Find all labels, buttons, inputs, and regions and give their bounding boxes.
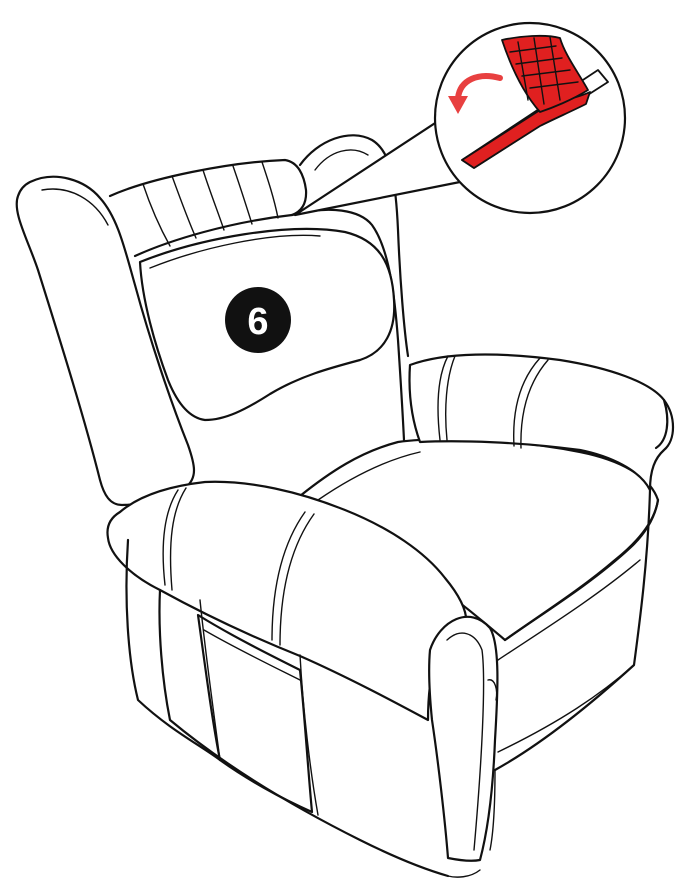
step-badge: 6: [225, 287, 291, 353]
side-pocket: [196, 613, 314, 814]
recliner-chair: [15, 134, 675, 878]
velcro-strip-flap: [501, 34, 589, 113]
step-badge-circle: [225, 287, 291, 353]
chair-base: [158, 588, 450, 878]
fold-arrow: [455, 73, 503, 101]
right-armrest: [408, 353, 675, 492]
step-number: 6: [247, 301, 268, 343]
fold-arrow-head: [448, 96, 468, 114]
armrest-front-roll: [428, 615, 499, 862]
detail-callout: [293, 21, 627, 217]
backrest-top-bolster: [108, 158, 308, 258]
